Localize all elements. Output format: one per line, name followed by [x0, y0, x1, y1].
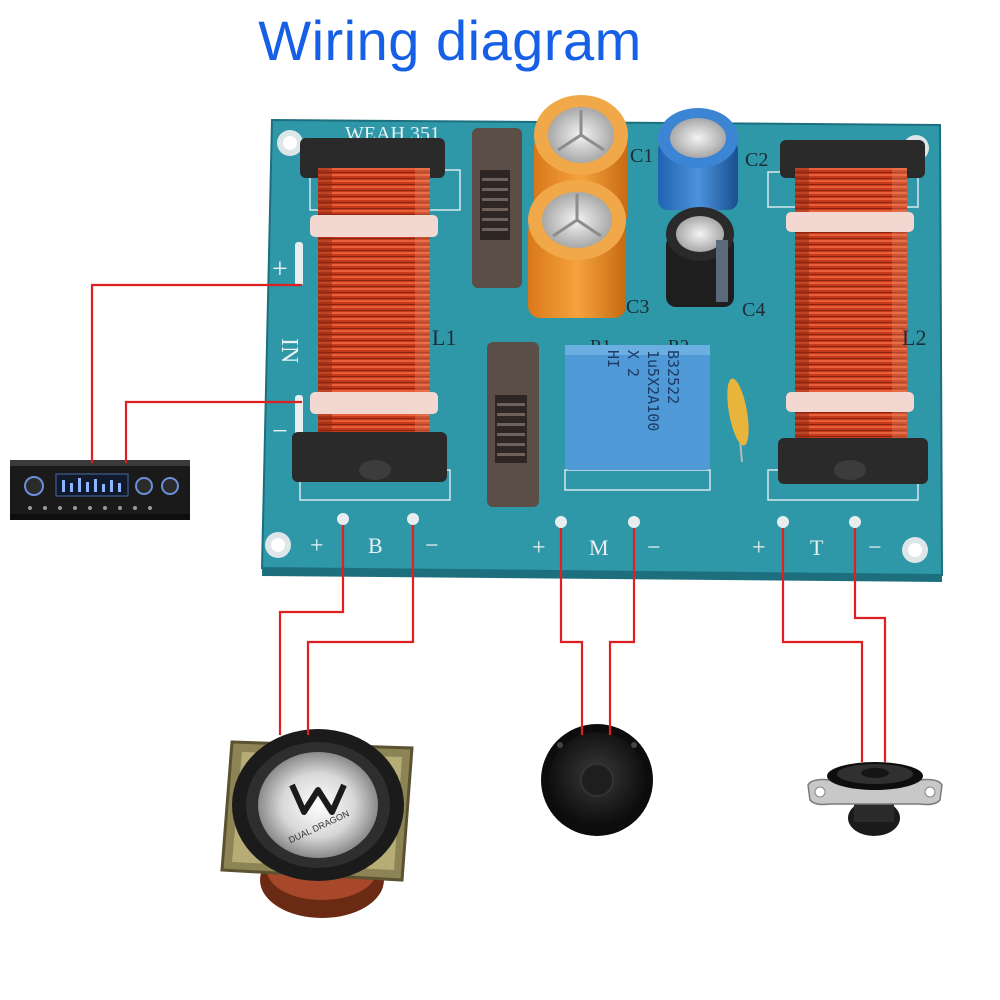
wire-mid-plus — [559, 528, 584, 735]
c2-label: C2 — [745, 149, 768, 171]
capacitor-c3: C3 — [528, 180, 649, 318]
film-cap-line-3: X 2 — [624, 350, 642, 377]
output-m-label: M — [589, 535, 609, 560]
input-pad-minus — [295, 395, 303, 439]
wire-bass-plus — [278, 525, 345, 735]
wire-input-minus — [124, 400, 302, 463]
input-plus-label: + — [272, 254, 288, 285]
small-yellow-capacitor — [727, 378, 749, 463]
inductor-l1: L1 — [292, 138, 456, 482]
l2-label: L2 — [902, 325, 926, 350]
output-t-plus: + — [752, 535, 766, 561]
film-cap-line-1: B32522 — [664, 350, 682, 404]
output-m-plus: + — [532, 535, 546, 561]
wire-treble-plus — [781, 528, 864, 762]
page-title: Wiring diagram — [258, 9, 642, 72]
c3-label: C3 — [626, 296, 649, 318]
input-pad-plus — [295, 242, 303, 286]
mounting-hole — [902, 537, 928, 563]
input-minus-label: − — [272, 416, 288, 447]
l1-label: L1 — [432, 325, 456, 350]
resistor-switch-top — [472, 128, 522, 288]
wires — [90, 283, 887, 762]
output-t-label: T — [810, 535, 824, 560]
output-m-minus: − — [647, 535, 661, 561]
capacitor-c2: C2 — [658, 108, 768, 210]
output-t-minus: − — [868, 535, 882, 561]
wire-mid-minus — [608, 528, 636, 735]
wire-bass-minus — [306, 525, 415, 735]
c1-label: C1 — [630, 145, 653, 167]
midrange-speaker-icon — [541, 724, 653, 836]
wire-input-plus — [90, 283, 302, 463]
wire-treble-minus — [853, 528, 887, 762]
inductor-l2: L2 — [778, 140, 928, 484]
mounting-hole — [265, 532, 291, 558]
output-b-plus: + — [310, 533, 324, 559]
mounting-hole — [277, 130, 303, 156]
output-b-minus: − — [425, 533, 439, 559]
c4-label: C4 — [742, 299, 765, 321]
film-capacitor: B32522 1u5X2A100 X 2 HI — [565, 345, 710, 470]
output-pads — [337, 513, 861, 528]
film-cap-line-2: 1u5X2A100 — [644, 350, 662, 431]
woofer-speaker-icon: DUAL DRAGON — [220, 729, 414, 918]
crossover-board: WEAH 351 + IN − L1 L2 — [260, 95, 944, 582]
film-cap-line-4: HI — [604, 350, 622, 368]
capacitor-c4: C4 — [666, 207, 765, 321]
tweeter-speaker-icon — [807, 762, 943, 836]
amplifier-icon — [10, 460, 190, 520]
resistor-switch-bottom — [487, 342, 539, 507]
input-in-label: IN — [276, 338, 302, 363]
output-b-label: B — [368, 533, 383, 558]
